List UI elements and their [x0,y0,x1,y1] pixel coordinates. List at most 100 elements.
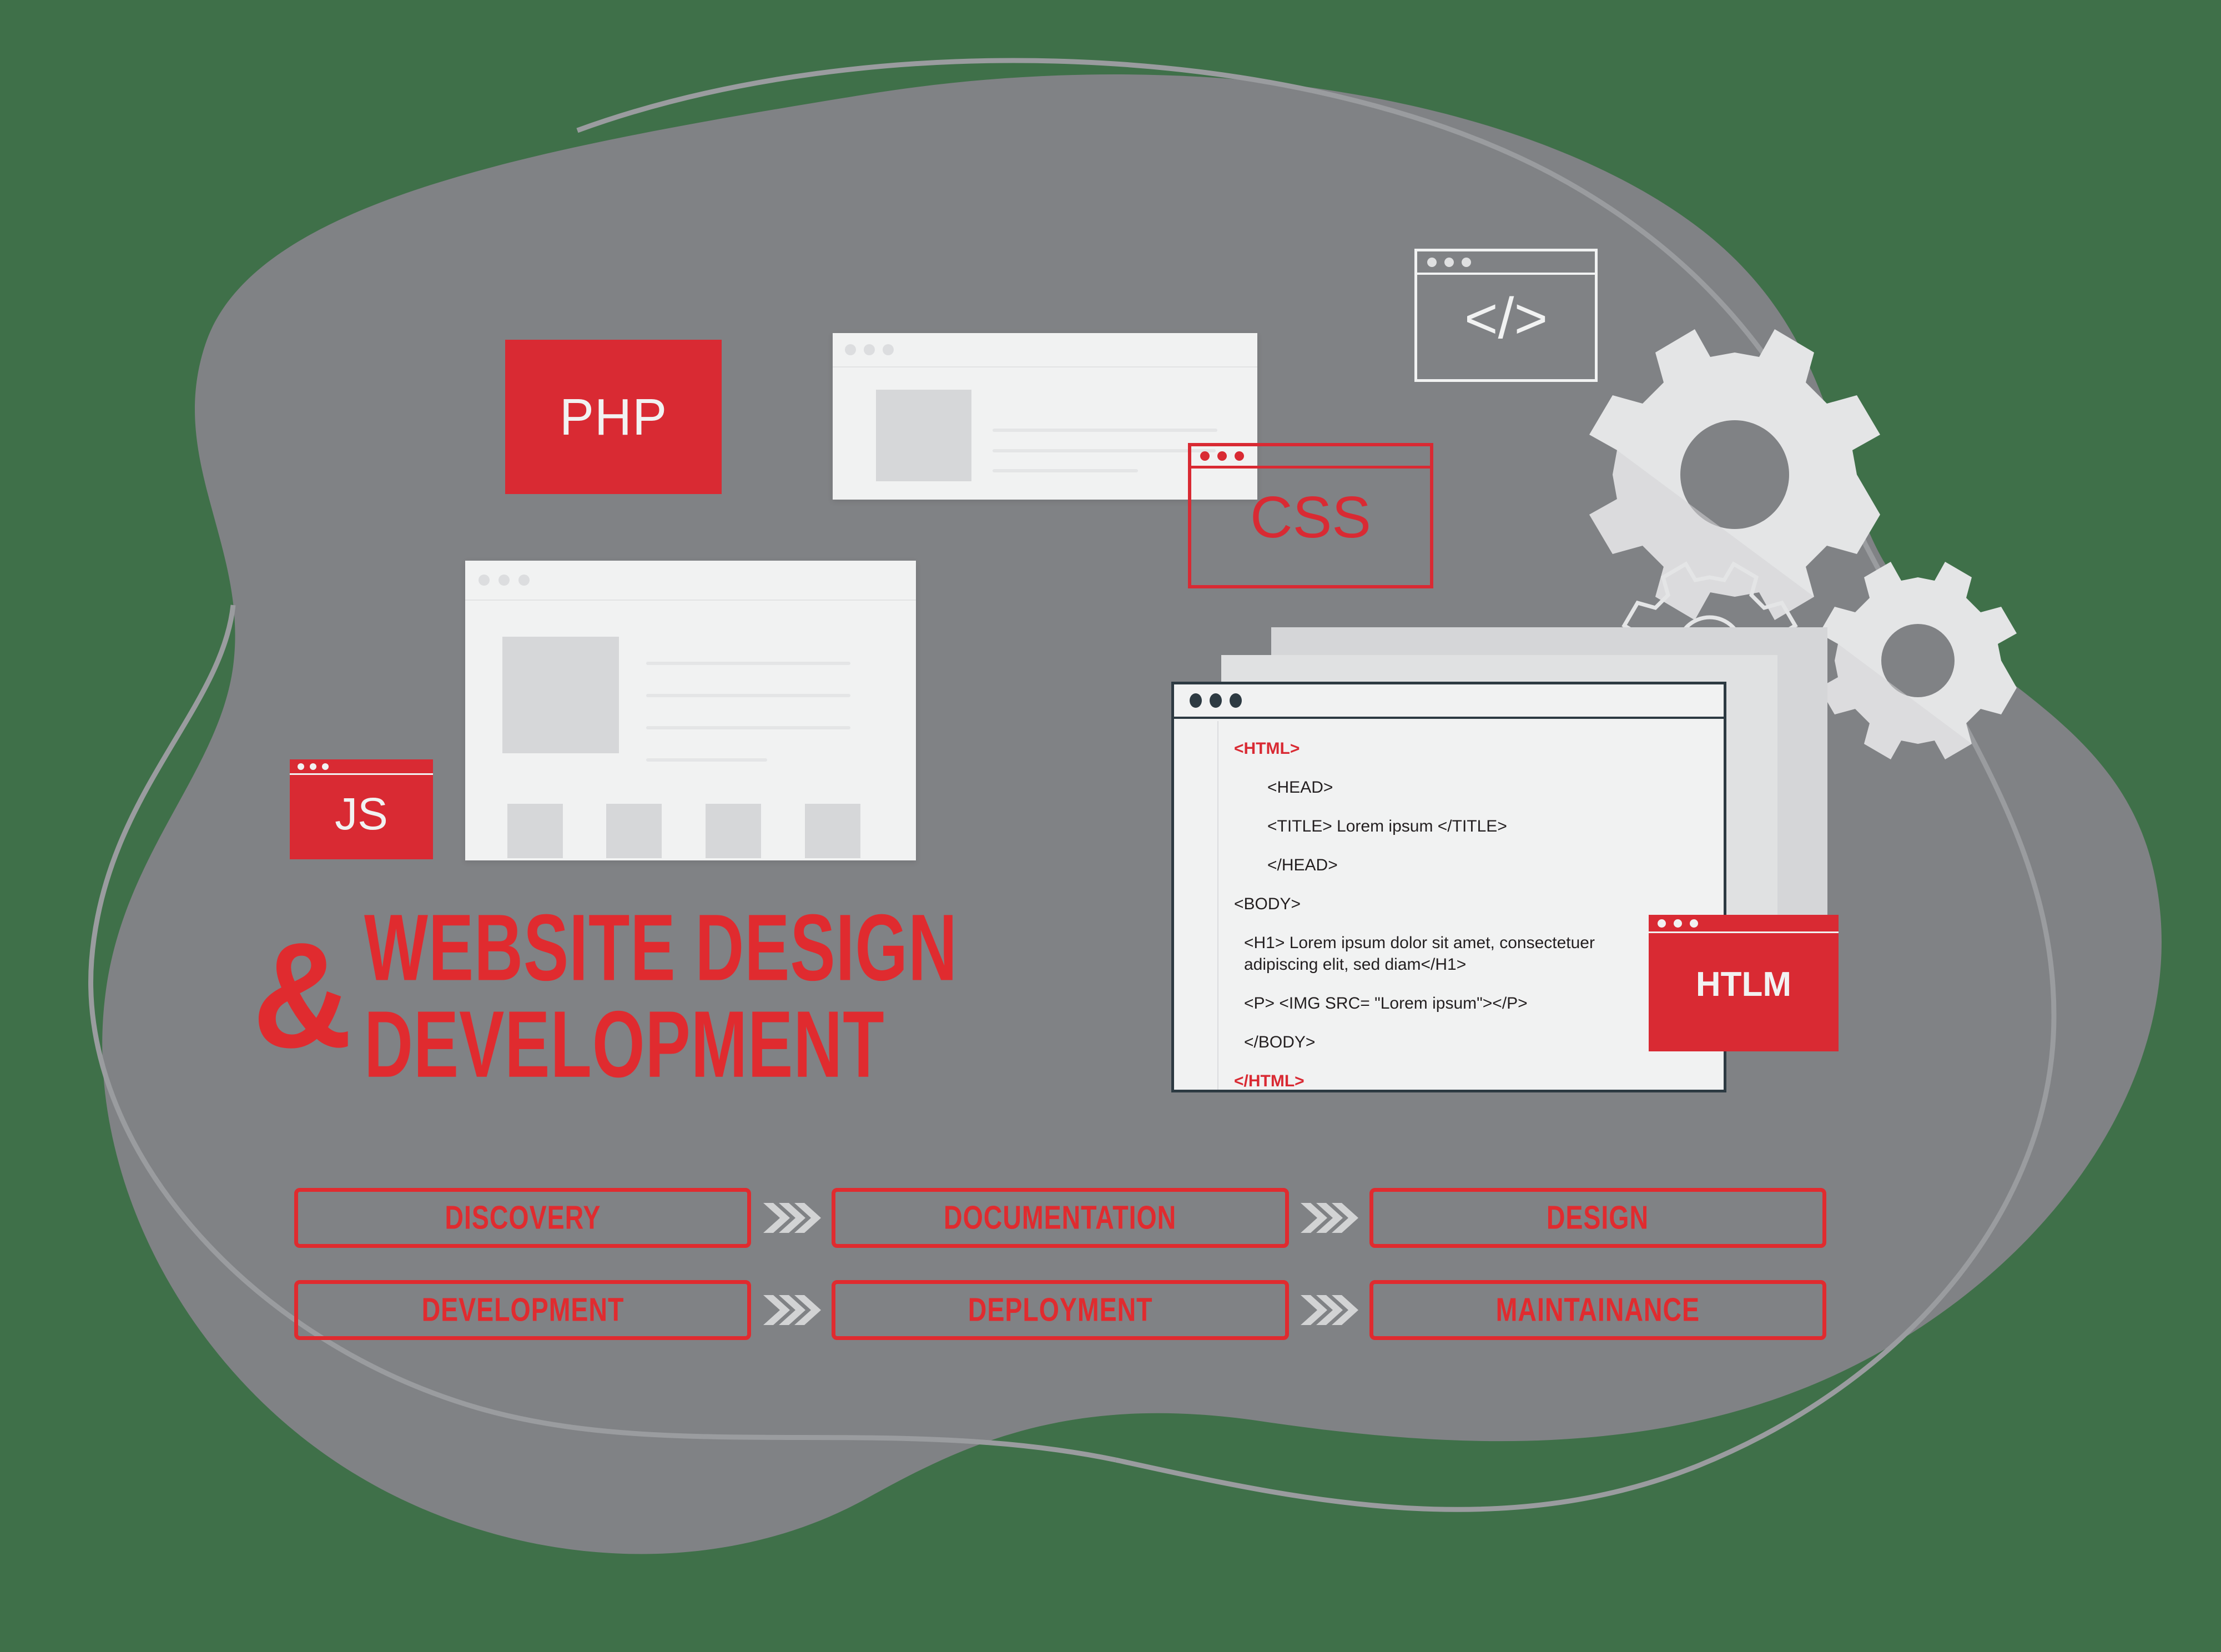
content-text-line [993,449,1216,452]
window-dot [864,344,875,355]
title-line-2: DEVELOPMENT [364,990,885,1097]
window-dots [1190,693,1242,708]
css-badge-label: CSS [1250,485,1371,550]
window-dot [1444,257,1454,267]
code-line: </HEAD> [1267,856,1338,874]
htlm-badge-titlebar [1649,915,1839,933]
code-line: <BODY> [1234,895,1301,913]
outline-curve-right [1115,542,2057,1512]
content-thumbnail [507,804,563,858]
window-dot [1217,451,1227,461]
outline-curve-left [88,605,1116,1463]
code-line: <P> <IMG SRC= "Lorem ipsum"></P> [1244,994,1528,1013]
process-step-documentation[interactable]: DOCUMENTATION [832,1188,1289,1248]
code-editor-titlebar [1174,684,1724,719]
content-text-line [646,694,850,697]
process-step-label: DEVELOPMENT [421,1292,625,1328]
window-dot [479,575,490,586]
content-thumbnail [606,804,662,858]
content-thumbnail [805,804,860,858]
process-step-label: DOCUMENTATION [944,1200,1177,1236]
window-dots [1658,919,1698,928]
window-dot [1427,257,1437,267]
code-gutter-line [1217,721,1218,1090]
code-line: <TITLE> Lorem ipsum </TITLE> [1267,817,1507,835]
window-dot [518,575,530,586]
process-row-1: DISCOVERY DOCUMENTATION DE [294,1188,1826,1248]
code-line: </HTML> [1234,1072,1305,1090]
browser-mockup-main-content [465,601,916,859]
htlm-badge-window: HTLM [1649,915,1839,1051]
window-dots [298,763,329,770]
window-dot [1235,451,1244,461]
css-badge-window: CSS [1188,443,1433,588]
window-dot [1462,257,1471,267]
title-line-1: WEBSITE DESIGN [364,894,958,1000]
window-dot [1200,451,1210,461]
window-dot [498,575,510,586]
code-line: </BODY> [1244,1033,1316,1051]
window-dot [1230,693,1242,708]
content-text-line [646,758,767,762]
js-badge-window: JS [290,759,433,859]
window-dot [1190,693,1202,708]
process-step-design[interactable]: DESIGN [1369,1188,1826,1248]
php-badge: PHP [505,340,722,494]
browser-mockup-top-content [833,367,1257,498]
chevron-separator [1289,1201,1369,1235]
content-text-line [646,662,850,665]
title-lines: WEBSITE DESIGN DEVELOPMENT [364,899,958,1092]
process-step-label: DISCOVERY [445,1200,601,1236]
chevron-right-icon [763,1295,821,1325]
code-symbol: </> [1464,286,1548,351]
browser-mockup-top-titlebar [833,333,1257,367]
process-step-discovery[interactable]: DISCOVERY [294,1188,752,1248]
window-dots [1200,451,1244,461]
window-dot [883,344,894,355]
window-dot [1690,919,1698,928]
process-step-label: DESIGN [1547,1200,1649,1236]
window-dot [298,763,304,770]
code-line: <H1> Lorem ipsum dolor sit amet, consect… [1244,934,1595,974]
js-badge-titlebar [290,759,433,775]
chevron-separator [751,1293,832,1327]
code-editor-window: <HTML> <HEAD> <TITLE> Lorem ipsum </TITL… [1171,682,1726,1092]
window-dot [310,763,316,770]
window-dot [1674,919,1682,928]
ampersand-glyph: & [253,911,352,1079]
window-dots [845,344,894,355]
window-dot [322,763,329,770]
code-line: <HEAD> [1267,778,1333,797]
gear-small-icon [1819,562,2017,759]
process-step-deployment[interactable]: DEPLOYMENT [832,1280,1289,1340]
code-editor-content: <HTML> <HEAD> <TITLE> Lorem ipsum </TITL… [1234,738,1701,1109]
process-step-label: MAINTAINANCE [1495,1292,1700,1328]
content-image-block [876,390,971,481]
chevron-right-icon [1301,1295,1359,1325]
window-dots [479,575,530,586]
page-title: & WEBSITE DESIGN DEVELOPMENT [253,899,1141,1092]
chevron-separator [751,1201,832,1235]
window-dots [1427,257,1471,267]
content-text-line [993,469,1138,472]
process-step-label: DEPLOYMENT [968,1292,1153,1328]
js-badge-label: JS [335,789,388,839]
window-dot [1658,919,1666,928]
chevron-right-icon [1301,1203,1359,1233]
code-icon-window: </> [1414,249,1598,382]
gear-large-icon [1589,329,1880,620]
browser-mockup-main [465,561,916,860]
php-badge-label: PHP [559,387,668,446]
process-step-development[interactable]: DEVELOPMENT [294,1280,752,1340]
code-icon-window-titlebar [1417,251,1595,275]
css-badge-titlebar [1191,446,1430,469]
process-row-2: DEVELOPMENT DEPLOYMENT MAI [294,1280,1826,1340]
htlm-badge-label: HTLM [1695,965,1792,1004]
browser-mockup-main-titlebar [465,561,916,601]
window-dot [1210,693,1222,708]
code-line: <HTML> [1234,739,1300,758]
process-step-maintainance[interactable]: MAINTAINANCE [1369,1280,1826,1340]
content-image-block [502,637,619,753]
